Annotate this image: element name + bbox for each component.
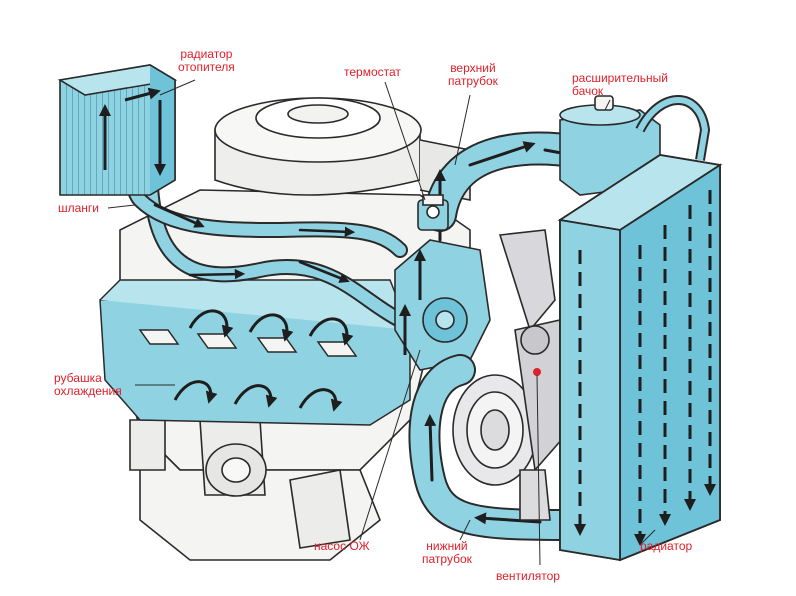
label-thermostat: термостат [344, 65, 401, 79]
label-heater-radiator: радиатор отопителя [178, 47, 235, 74]
radiator [557, 154, 723, 562]
label-fan: вентилятор [496, 569, 560, 583]
label-upper-hose: верхний патрубок [448, 61, 498, 88]
label-hoses: шланги [58, 201, 100, 215]
label-radiator: радиатор [640, 539, 693, 553]
heater-radiator [57, 64, 178, 196]
label-expansion-tank: расширительный бачок [572, 71, 668, 98]
label-water-jacket: рубашка охлаждения [54, 371, 122, 398]
thermostat [417, 194, 449, 231]
lower-hose [408, 354, 576, 541]
label-coolant-pump: насос ОЖ [314, 539, 370, 553]
fan [452, 229, 571, 521]
coolant-pump [394, 239, 491, 371]
leader-lines [107, 79, 656, 566]
label-lower-hose: нижний патрубок [422, 539, 472, 566]
